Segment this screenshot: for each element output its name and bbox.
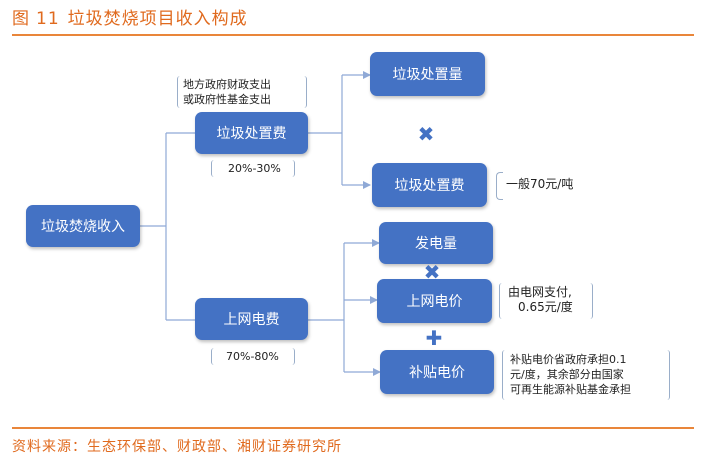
fee-source-line-1: 地方政府财政支出 [183,78,271,91]
node-grid-price: 上网电价 [377,279,492,323]
footer-divider [12,427,694,429]
plus-icon: ✚ [425,326,443,350]
title-divider [12,34,694,36]
node-unit-disposal-fee: 垃圾处置费 [372,163,487,207]
note-bracket [502,350,670,400]
link-fee-children [308,75,343,185]
node-grid-power-fee: 上网电费 [195,298,308,340]
figure-title: 图 11 垃圾焚烧项目收入构成 [12,6,248,32]
figure-title-text: 垃圾焚烧项目收入构成 [67,9,248,29]
subsidy-line-1: 补贴电价省政府承担0.1 [510,353,627,366]
note-bracket [177,76,307,108]
source-note: 资料来源：生态环保部、财政部、湘财证券研究所 [12,439,342,455]
node-incineration-revenue: 垃圾焚烧收入 [26,205,140,247]
link-root-branches [140,132,195,321]
node-disposal-fee: 垃圾处置费 [195,112,308,154]
node-subsidy-price: 补贴电价 [380,350,494,394]
power-share-note: 70%-80% [226,350,279,363]
unit-fee-note: 一般70元/吨 [506,177,574,191]
grid-price-line-1: 由电网支付, [508,285,572,299]
subsidy-line-2: 元/度，其余部分由国家 [510,368,624,381]
link-power-children [308,243,345,372]
fee-source-line-2: 或政府性基金支出 [183,93,271,106]
note-bracket [496,172,503,200]
grid-price-note: 由电网支付, 0.65元/度 [508,285,573,315]
node-generation: 发电量 [379,222,493,264]
subsidy-note: 补贴电价省政府承担0.1 元/度，其余部分由国家 可再生能源补贴基金承担 [510,352,631,397]
node-disposal-volume: 垃圾处置量 [370,52,485,96]
subsidy-line-3: 可再生能源补贴基金承担 [510,383,631,396]
grid-price-line-2: 0.65元/度 [518,300,573,314]
note-bracket [211,160,295,177]
note-bracket [499,283,593,319]
fee-share-note: 20%-30% [228,162,281,175]
multiply-icon: ✖ [423,260,441,284]
note-bracket [211,348,295,365]
figure-label: 图 [12,9,30,29]
multiply-icon: ✖ [417,122,435,146]
figure-number: 11 [36,9,60,29]
fee-source-note: 地方政府财政支出 或政府性基金支出 [183,77,271,107]
